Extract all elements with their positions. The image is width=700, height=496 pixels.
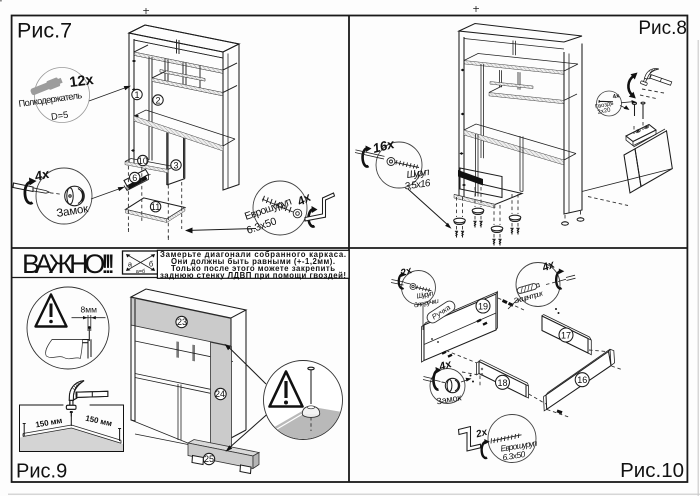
svg-text:а: а — [128, 260, 133, 269]
svg-text:Замок: Замок — [436, 392, 462, 406]
svg-text:Только после этого можете закр: Только после этого можете закрепить — [171, 264, 335, 273]
svg-text:1: 1 — [134, 90, 139, 100]
svg-text:17: 17 — [561, 331, 571, 341]
svg-text:24: 24 — [215, 389, 225, 399]
svg-text:18: 18 — [497, 378, 507, 388]
svg-text:4x: 4x — [540, 258, 558, 274]
svg-text:2x: 2x — [474, 427, 489, 441]
svg-text:Шуруп: Шуруп — [406, 167, 431, 181]
svg-text:Шуруп: Шуруп — [416, 290, 434, 300]
svg-text:Рис.7: Рис.7 — [17, 19, 72, 43]
svg-text:6.3x50: 6.3x50 — [502, 449, 527, 463]
svg-text:Они должны быть равными (+-1,2: Они должны быть равными (+-1,2мм). — [171, 257, 335, 266]
svg-text:заднюю стенку ЛДВП при помощи: заднюю стенку ЛДВП при помощи гвоздей! — [160, 271, 346, 280]
svg-text:2x: 2x — [398, 265, 414, 280]
svg-text:Гвоздь: Гвоздь — [595, 101, 614, 111]
svg-text:4x: 4x — [437, 358, 454, 374]
svg-text:4x: 4x — [32, 166, 51, 184]
svg-text:4x: 4x — [612, 93, 620, 100]
svg-text:3: 3 — [173, 160, 178, 170]
svg-text:23: 23 — [177, 317, 187, 327]
svg-text:Рис.8: Рис.8 — [638, 18, 687, 39]
svg-text:6: 6 — [132, 173, 137, 183]
svg-text:10: 10 — [138, 156, 148, 166]
svg-text:19: 19 — [478, 302, 488, 312]
svg-text:2x20: 2x20 — [597, 107, 612, 116]
svg-text:3,5x16: 3,5x16 — [404, 178, 432, 193]
svg-text:б: б — [149, 260, 153, 269]
svg-text:Замок: Замок — [56, 203, 90, 220]
svg-text:25: 25 — [204, 454, 214, 464]
svg-text:Рис.9: Рис.9 — [16, 461, 67, 483]
svg-text:D=5: D=5 — [50, 110, 69, 122]
svg-text:Рис.10: Рис.10 — [620, 459, 684, 482]
svg-text:16x: 16x — [371, 136, 396, 156]
svg-text:12x: 12x — [69, 72, 95, 91]
svg-text:Замерьте диагонали собранного: Замерьте диагонали собранного каркаса. — [160, 250, 346, 259]
svg-text:а=б: а=б — [136, 269, 145, 275]
svg-text:ВАЖНО!!!: ВАЖНО!!! — [22, 249, 115, 279]
svg-text:8мм: 8мм — [81, 305, 98, 315]
svg-text:11: 11 — [151, 202, 160, 212]
svg-text:16: 16 — [577, 375, 587, 385]
svg-text:2: 2 — [155, 95, 160, 105]
